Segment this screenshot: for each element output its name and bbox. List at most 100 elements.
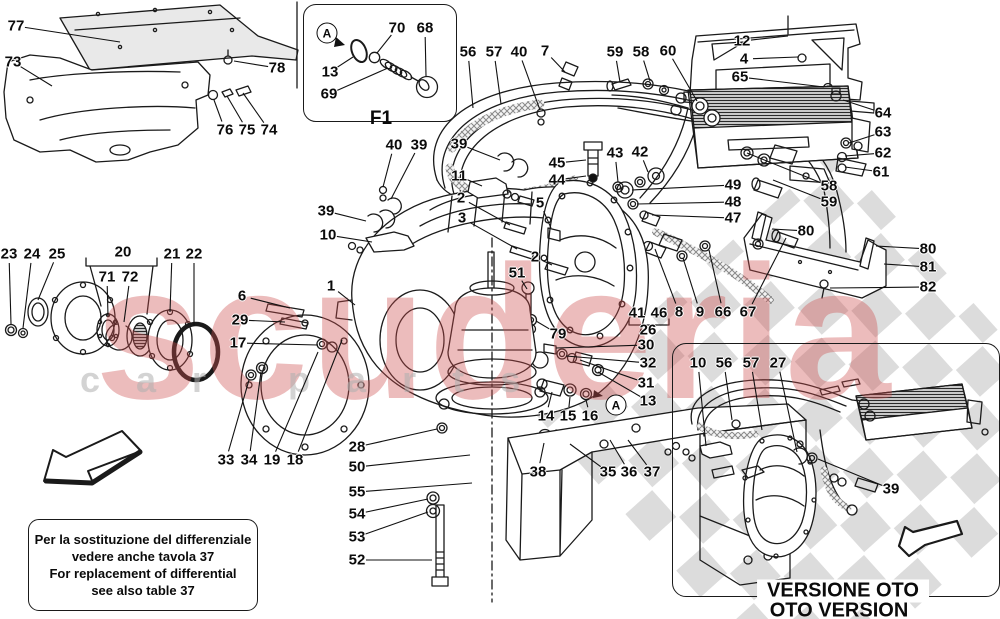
replacement-note-box: Per la sostituzione del differenziale ve… <box>28 519 258 611</box>
callout-10: 10 <box>319 226 337 244</box>
callout-12: 12 <box>733 32 751 50</box>
callout-4: 4 <box>739 50 749 68</box>
callout-59: 59 <box>606 43 624 61</box>
callout-41: 41 <box>628 304 646 322</box>
callout-10: 10 <box>689 354 707 372</box>
callout-14: 14 <box>537 407 555 425</box>
callout-31: 31 <box>637 374 655 392</box>
callout-24: 24 <box>23 245 41 263</box>
callout-16: 16 <box>581 407 599 425</box>
note-line-4: see also table 37 <box>91 583 195 599</box>
callout-63: 63 <box>874 123 892 141</box>
callout-25: 25 <box>48 245 66 263</box>
callout-51: 51 <box>508 264 526 282</box>
callout-82: 82 <box>919 278 937 296</box>
callout-35: 35 <box>599 463 617 481</box>
callout-26: 26 <box>639 321 657 339</box>
callout-40: 40 <box>510 43 528 61</box>
callout-80: 80 <box>797 222 815 240</box>
callout-15: 15 <box>559 407 577 425</box>
callout-13: 13 <box>639 392 657 410</box>
oto-version-title-it: VERSIONE OTO <box>757 579 929 603</box>
callout-67: 67 <box>739 303 757 321</box>
callout-74: 74 <box>260 121 278 139</box>
callout-29: 29 <box>231 311 249 329</box>
callout-22: 22 <box>185 245 203 263</box>
callout-72: 72 <box>121 268 139 286</box>
callout-3: 3 <box>457 209 467 227</box>
callout-39: 39 <box>410 136 428 154</box>
callout-58: 58 <box>820 177 838 195</box>
callout-20: 20 <box>114 243 132 261</box>
detail-marker-a: A <box>316 22 338 44</box>
callout-2: 2 <box>530 248 540 266</box>
callout-7: 7 <box>540 42 550 60</box>
callout-44: 44 <box>548 171 566 189</box>
callout-47: 47 <box>724 209 742 227</box>
note-line-2: vedere anche tavola 37 <box>71 548 215 564</box>
callout-79: 79 <box>549 325 567 343</box>
oto-version-inset-box <box>672 343 1000 597</box>
callout-18: 18 <box>286 451 304 469</box>
callout-23: 23 <box>0 245 18 263</box>
f1-inset-label: F1 <box>369 108 393 129</box>
detail-marker-a: A <box>605 394 627 416</box>
callout-8: 8 <box>674 303 684 321</box>
callout-71: 71 <box>98 268 116 286</box>
callout-73: 73 <box>4 53 22 71</box>
f1-inset-box <box>303 4 457 122</box>
callout-76: 76 <box>216 121 234 139</box>
callout-64: 64 <box>874 104 892 122</box>
callout-78: 78 <box>268 59 286 77</box>
callout-77: 77 <box>7 17 25 35</box>
callout-60: 60 <box>659 42 677 60</box>
callout-68: 68 <box>416 19 434 37</box>
callout-6: 6 <box>237 287 247 305</box>
callout-70: 70 <box>388 19 406 37</box>
callout-45: 45 <box>548 154 566 172</box>
callout-30: 30 <box>637 336 655 354</box>
callout-49: 49 <box>724 176 742 194</box>
callout-38: 38 <box>529 463 547 481</box>
callout-2: 2 <box>456 189 466 207</box>
callout-33: 33 <box>217 451 235 469</box>
callout-39: 39 <box>317 202 335 220</box>
callout-34: 34 <box>240 451 258 469</box>
callout-56: 56 <box>459 43 477 61</box>
callout-28: 28 <box>348 438 366 456</box>
callout-81: 81 <box>919 258 937 276</box>
callout-11: 11 <box>451 167 467 185</box>
callout-9: 9 <box>695 303 705 321</box>
callout-5: 5 <box>535 194 545 212</box>
callout-40: 40 <box>385 136 403 154</box>
callout-1: 1 <box>326 277 336 295</box>
callout-43: 43 <box>606 144 624 162</box>
callout-13: 13 <box>321 63 339 81</box>
callout-17: 17 <box>229 334 247 352</box>
callout-27: 27 <box>769 354 787 372</box>
callout-42: 42 <box>631 143 649 161</box>
callout-75: 75 <box>238 121 256 139</box>
callout-32: 32 <box>639 354 657 372</box>
callout-50: 50 <box>348 458 366 476</box>
callout-36: 36 <box>620 463 638 481</box>
callout-59: 59 <box>820 193 838 211</box>
callout-65: 65 <box>731 68 749 86</box>
callout-54: 54 <box>348 505 366 523</box>
callout-57: 57 <box>742 354 760 372</box>
callout-39: 39 <box>882 480 900 498</box>
callout-48: 48 <box>724 193 742 211</box>
callout-61: 61 <box>872 163 890 181</box>
callout-56: 56 <box>715 354 733 372</box>
callout-46: 46 <box>650 304 668 322</box>
callout-21: 21 <box>163 245 181 263</box>
callout-53: 53 <box>348 528 366 546</box>
callout-55: 55 <box>348 483 366 501</box>
oto-version-title-en: OTO VERSION <box>769 599 909 619</box>
callout-66: 66 <box>714 303 732 321</box>
callout-52: 52 <box>348 551 366 569</box>
note-line-1: Per la sostituzione del differenziale <box>34 531 252 547</box>
